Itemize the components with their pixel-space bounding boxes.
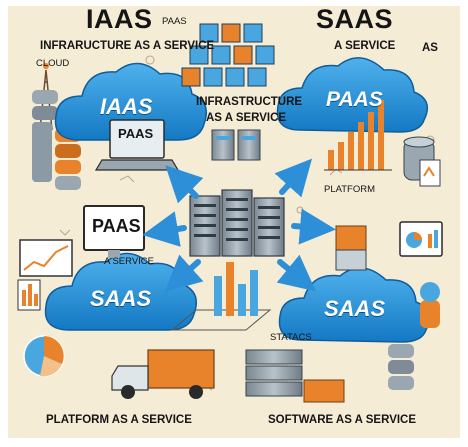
cube-stack-icon — [181, 23, 275, 87]
pie-chart-icon — [23, 335, 65, 377]
cloud-iaas-label: IAAS — [100, 94, 153, 119]
label-infrastructure-top: INFRARUCTURE AS A SERVICE — [40, 40, 215, 52]
heading-iaas: IAAS — [86, 4, 153, 34]
server-rack-icon — [189, 189, 285, 257]
server-small-icon — [211, 129, 261, 161]
laptop-screen-label: PAAS — [118, 126, 154, 141]
label-as-right: AS — [422, 42, 438, 54]
label-as-a-service-center: AS A SERVICE — [206, 112, 287, 124]
3d-bar-chart-icon — [170, 262, 272, 331]
cloud-paas-label: PAAS — [326, 88, 383, 111]
label-infrastructure-center: INFRASTRUCTURE — [196, 96, 303, 108]
monitor-chart-icon — [17, 239, 73, 311]
cloud-paas-icon — [276, 57, 429, 133]
server-box-icon — [335, 221, 443, 271]
laptop-icon — [94, 119, 180, 171]
cloud-saas-left-icon — [44, 252, 197, 331]
cloud-saas-right-label: SAAS — [324, 296, 386, 321]
monitor-screen-label: PAAS — [92, 216, 141, 236]
label-a-service-left: A SERVICE — [104, 256, 154, 267]
bar-chart-icon — [324, 100, 392, 171]
cloud-iaas-icon — [54, 62, 207, 141]
label-cloud: CLOUD — [36, 58, 70, 69]
database-cylinder-icon — [403, 136, 441, 187]
database-right-icon — [388, 282, 440, 390]
footer-software-as-a-service: SOFTWARE AS A SERVICE — [268, 414, 417, 426]
label-a-service-top: A SERVICE — [334, 40, 396, 52]
label-statacs: STATACS — [270, 332, 312, 343]
truck-icon — [111, 349, 215, 399]
server-stack-icon — [245, 349, 345, 403]
label-platform: PLATFORM — [324, 184, 376, 195]
arrow-icons — [142, 158, 336, 293]
footer-platform-as-a-service: PLATFORM AS A SERVICE — [46, 414, 192, 426]
heading-paas-small: PAAS — [162, 16, 187, 27]
heading-saas: SAAS — [316, 4, 394, 34]
cloud-saas-left-label: SAAS — [90, 286, 152, 311]
